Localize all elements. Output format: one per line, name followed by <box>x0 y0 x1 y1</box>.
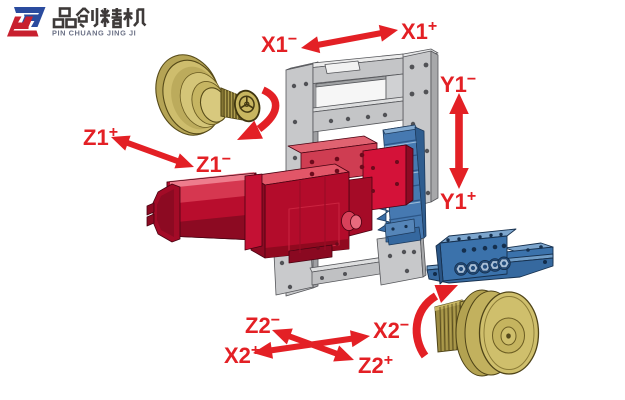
svg-text:PIN CHUANG JING JI: PIN CHUANG JING JI <box>52 29 136 38</box>
svg-text:X1+: X1+ <box>401 18 437 44</box>
